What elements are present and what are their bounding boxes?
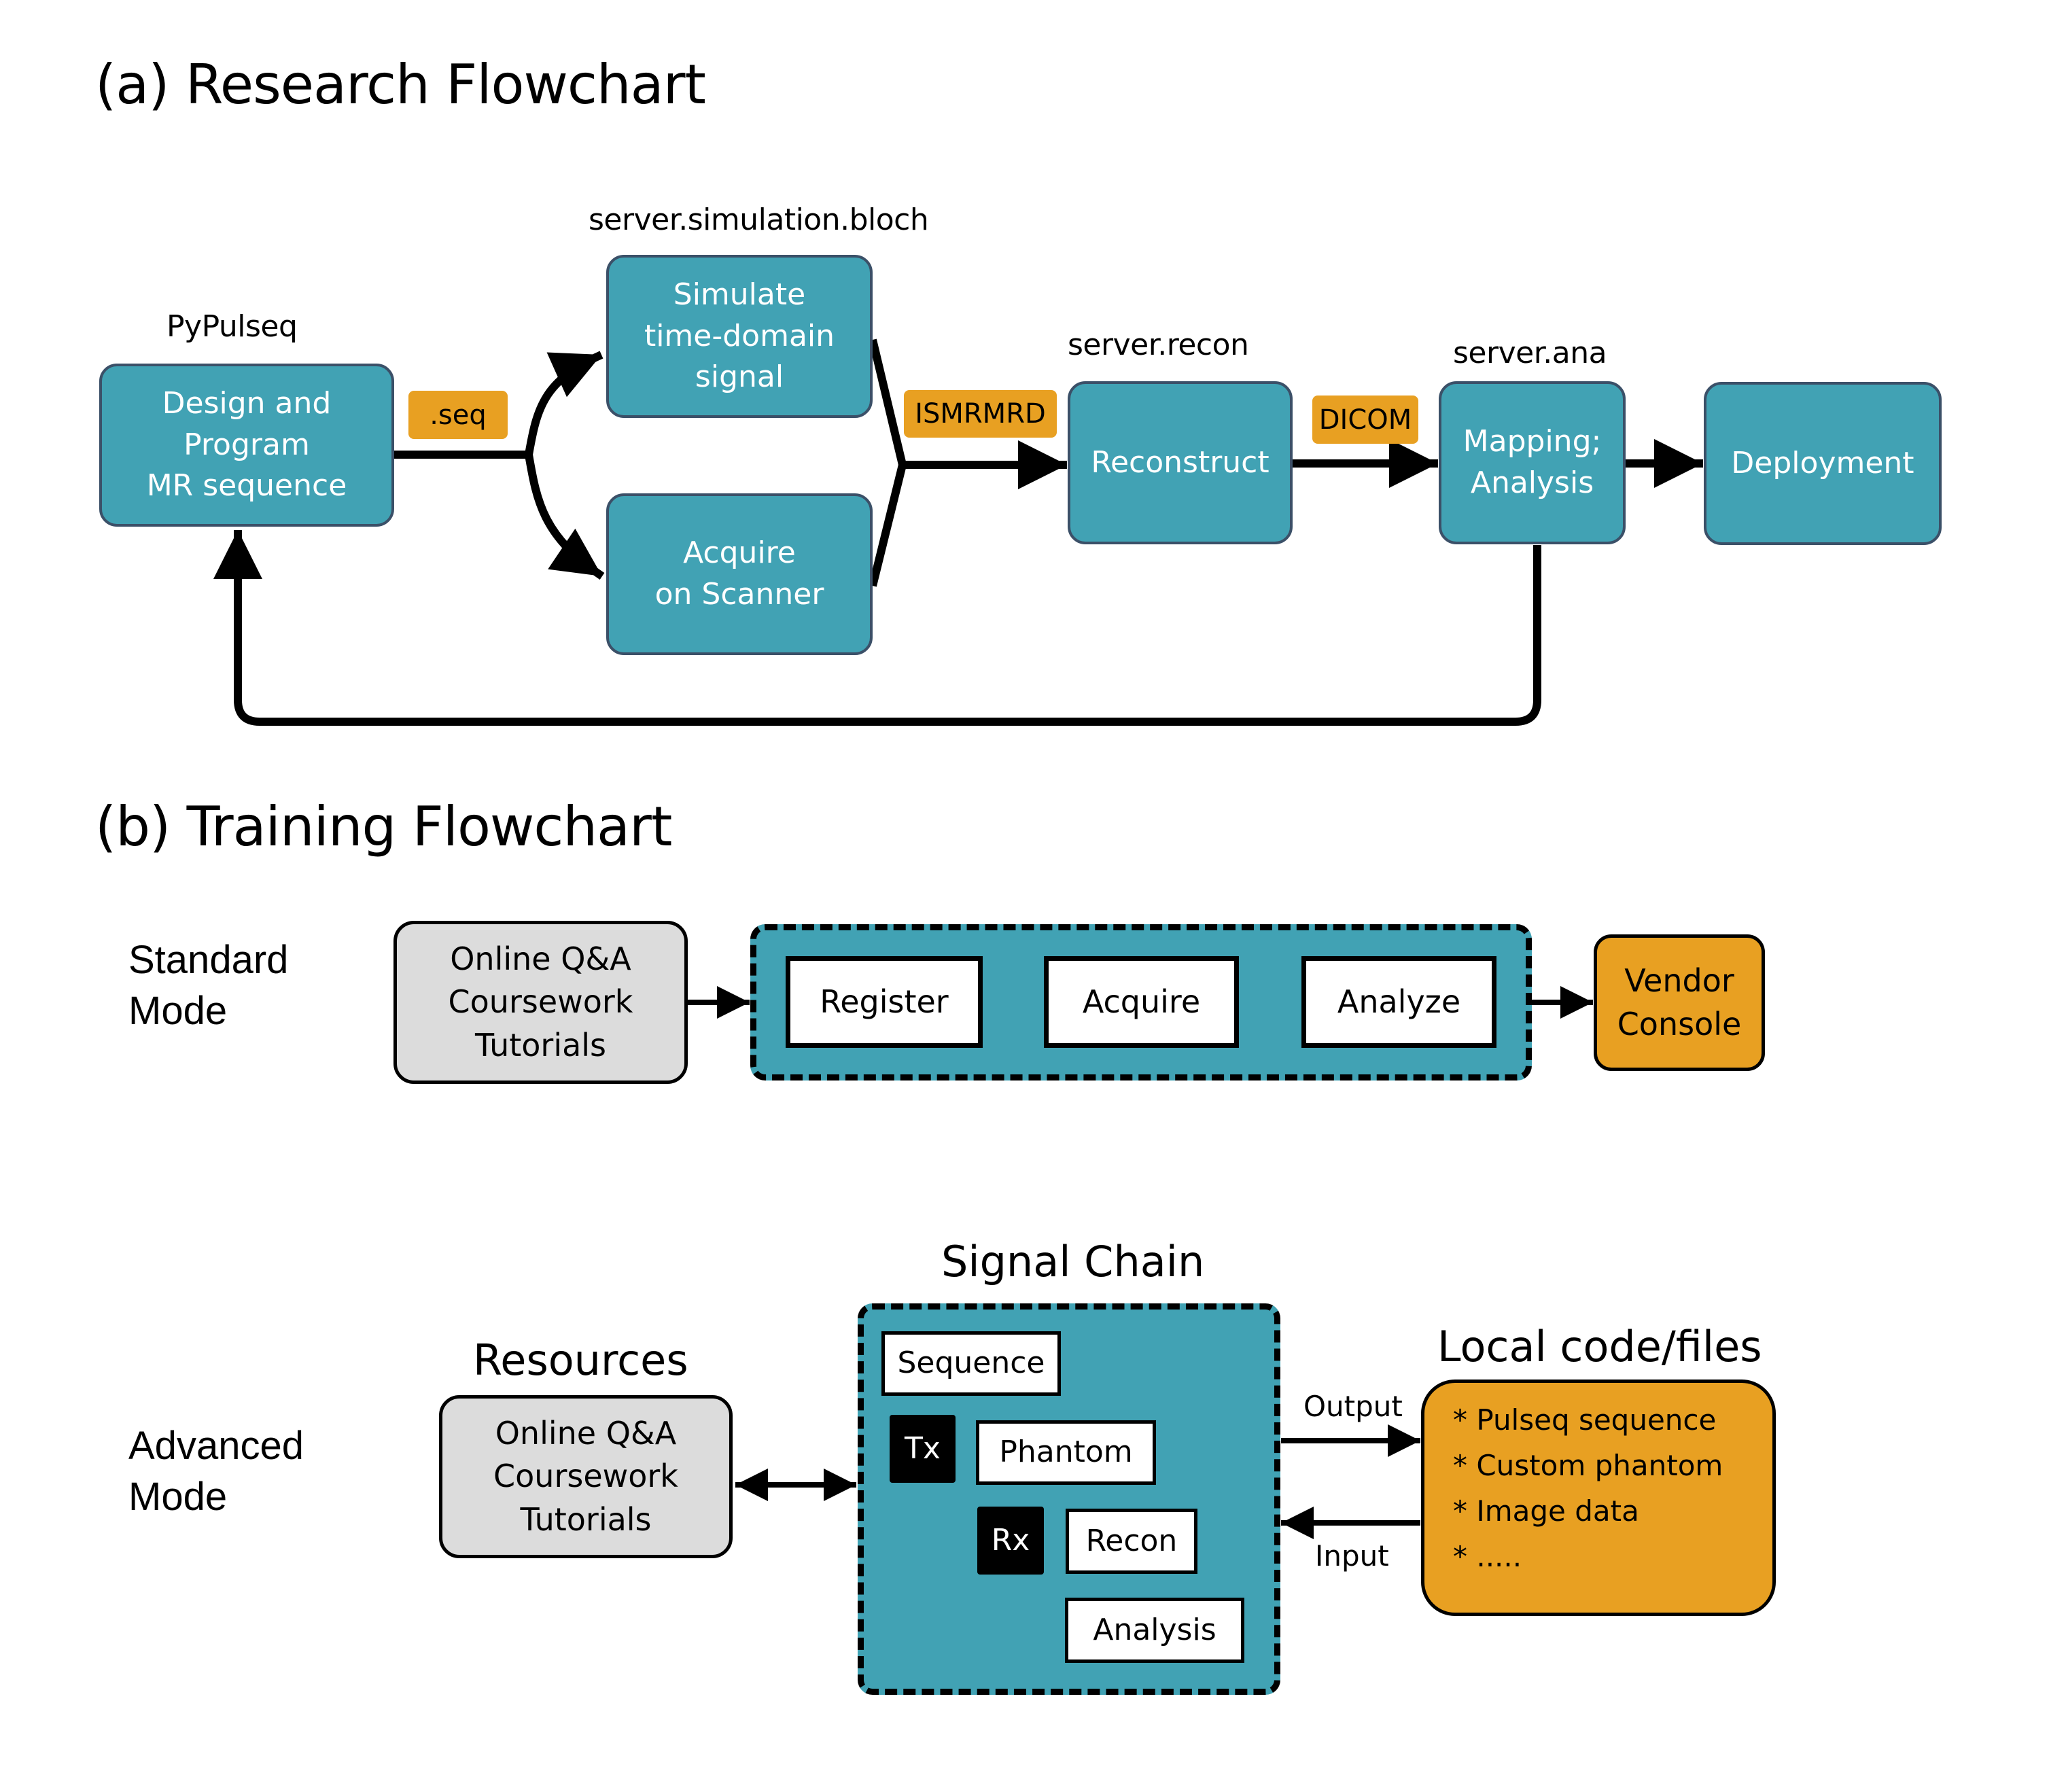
section-a-title: (a) Research Flowchart	[95, 53, 706, 116]
step-label: Acquire	[1082, 983, 1201, 1020]
node-line: Design and	[162, 385, 332, 421]
step-label: Sequence	[897, 1346, 1045, 1381]
pypulseq-label: PyPulseq	[167, 309, 298, 344]
simulate-node[interactable]: Simulate time-domain signal	[606, 255, 873, 418]
mode-label-line: Mode	[128, 1475, 228, 1519]
arrow-to-acquire	[525, 453, 605, 580]
node-line: Reconstruct	[1091, 444, 1269, 480]
section-b-title: (b) Training Flowchart	[95, 795, 672, 858]
mapping-analysis-node[interactable]: Mapping; Analysis	[1439, 381, 1626, 544]
step-label: Analysis	[1093, 1612, 1216, 1647]
arrow-feedback-loop	[213, 530, 1541, 726]
node-line: Mapping;	[1463, 424, 1602, 459]
node-line: Acquire	[683, 535, 796, 571]
mode-label-line: Standard	[128, 938, 289, 982]
input-label: Input	[1315, 1539, 1389, 1573]
ana-server-label: server.ana	[1453, 336, 1607, 370]
reconstruct-node[interactable]: Reconstruct	[1068, 381, 1293, 544]
local-item: * .....	[1453, 1540, 1522, 1573]
local-item: * Image data	[1453, 1494, 1639, 1528]
acquire-step[interactable]: Acquire	[1044, 956, 1239, 1048]
phantom-step[interactable]: Phantom	[976, 1420, 1156, 1485]
step-label: Phantom	[999, 1435, 1133, 1470]
vendor-console-node[interactable]: Vendor Console	[1594, 934, 1765, 1071]
recon-server-label: server.recon	[1068, 328, 1249, 362]
analysis-step[interactable]: Analysis	[1065, 1598, 1244, 1663]
advanced-resources-node[interactable]: Online Q&A Coursework Tutorials	[439, 1395, 733, 1558]
advanced-mode-label: Advanced Mode	[128, 1420, 304, 1523]
node-line: Online Q&A	[450, 940, 631, 977]
node-line: Vendor	[1624, 962, 1734, 1000]
standard-mode-label: Standard Mode	[128, 934, 288, 1037]
output-label: Output	[1303, 1390, 1403, 1423]
step-label: Register	[820, 983, 949, 1020]
step-label: Tx	[905, 1430, 941, 1466]
node-line: Coursework	[448, 983, 633, 1021]
dicom-badge: DICOM	[1312, 396, 1418, 444]
deployment-node[interactable]: Deployment	[1704, 382, 1942, 545]
sequence-step[interactable]: Sequence	[881, 1331, 1061, 1396]
node-line: Coursework	[493, 1458, 678, 1495]
local-item: * Pulseq sequence	[1453, 1403, 1717, 1437]
node-line: Analysis	[1470, 465, 1594, 500]
signal-chain-title: Signal Chain	[941, 1237, 1205, 1286]
node-line: Online Q&A	[495, 1414, 677, 1452]
line-simulate-merge	[869, 338, 907, 466]
node-line: Deployment	[1731, 445, 1914, 480]
node-line: Tutorials	[520, 1500, 652, 1538]
node-line: time-domain	[644, 318, 835, 353]
standard-resources-node[interactable]: Online Q&A Coursework Tutorials	[393, 921, 688, 1084]
seq-badge: .seq	[408, 391, 508, 439]
node-line: on Scanner	[654, 577, 824, 612]
register-step[interactable]: Register	[786, 956, 983, 1048]
step-label: Recon	[1085, 1523, 1178, 1558]
node-line: signal	[695, 359, 784, 395]
acquire-scanner-node[interactable]: Acquire on Scanner	[606, 493, 873, 655]
recon-step[interactable]: Recon	[1066, 1509, 1197, 1574]
node-line: Console	[1617, 1005, 1742, 1042]
simulation-server-label: server.simulation.bloch	[589, 203, 929, 237]
tx-step[interactable]: Tx	[890, 1415, 956, 1483]
local-files-title: Local code/files	[1437, 1322, 1762, 1371]
node-line: Tutorials	[474, 1026, 607, 1064]
resources-title: Resources	[473, 1335, 688, 1385]
rx-step[interactable]: Rx	[977, 1507, 1044, 1575]
step-label: Analyze	[1337, 983, 1461, 1020]
node-line: MR sequence	[146, 468, 347, 504]
local-files-node[interactable]: * Pulseq sequence * Custom phantom * Ima…	[1421, 1380, 1776, 1616]
node-line: Program	[183, 427, 310, 462]
ismrmrd-badge: ISMRMRD	[904, 390, 1057, 438]
node-line: Simulate	[673, 277, 806, 312]
mode-label-line: Mode	[128, 989, 228, 1034]
design-program-node[interactable]: Design and Program MR sequence	[99, 364, 394, 527]
arrow-to-simulate	[525, 351, 603, 456]
line-acquire-merge	[869, 463, 907, 587]
step-label: Rx	[991, 1522, 1030, 1558]
analyze-step[interactable]: Analyze	[1301, 956, 1496, 1048]
local-item: * Custom phantom	[1453, 1449, 1723, 1482]
mode-label-line: Advanced	[128, 1424, 304, 1468]
